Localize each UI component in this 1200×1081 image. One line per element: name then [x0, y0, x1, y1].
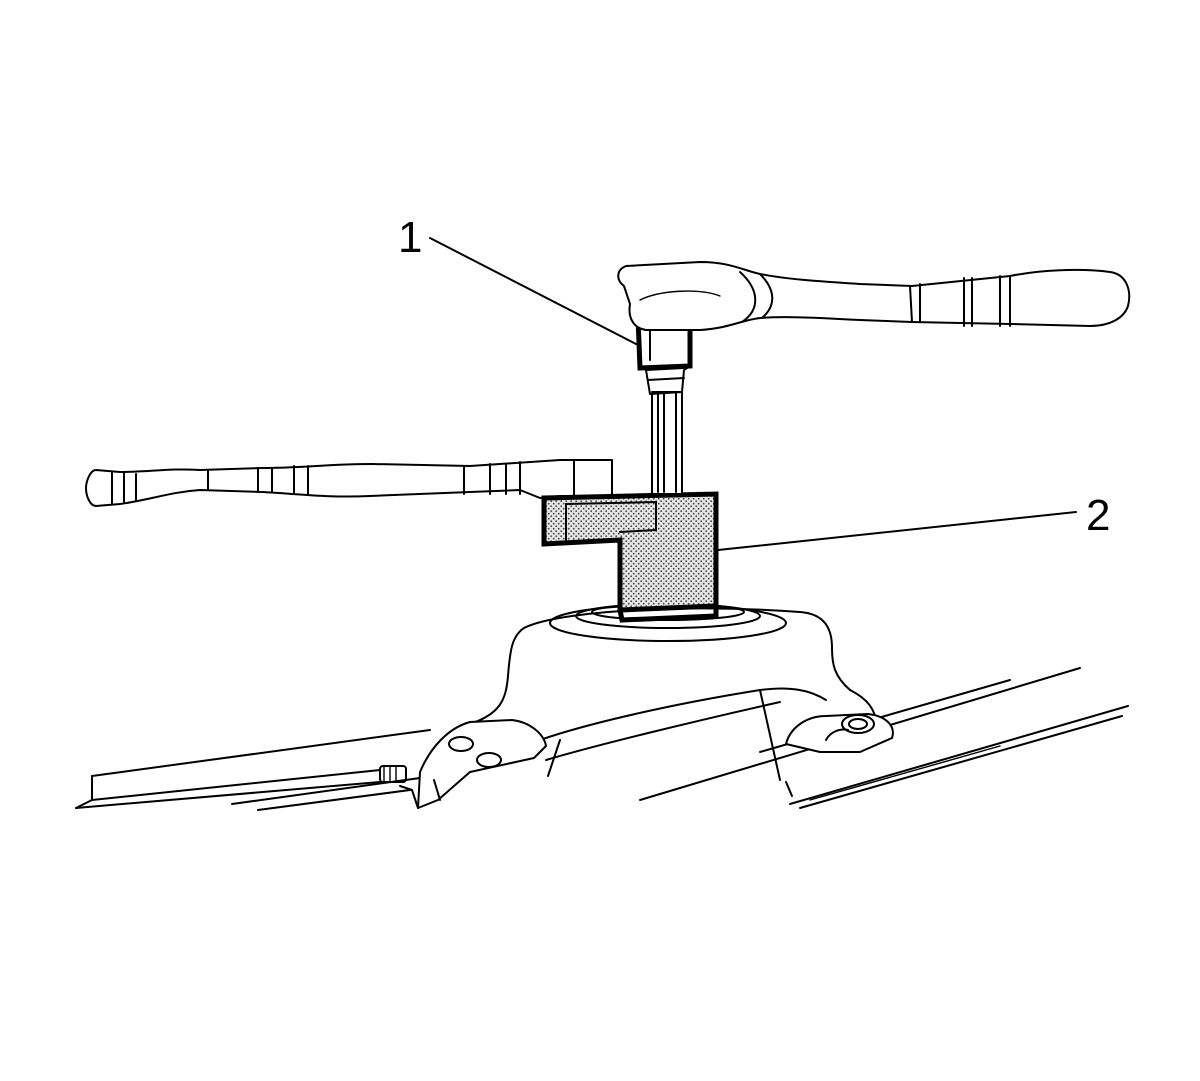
leader-line-1	[429, 237, 637, 345]
strut-mount-icon	[379, 603, 894, 809]
callout-1: 1	[398, 213, 422, 262]
extension-handle-icon	[85, 459, 613, 507]
vehicle-body-panels	[75, 667, 1129, 811]
callout-2: 2	[1086, 491, 1110, 540]
extension-bar	[651, 389, 683, 495]
leader-line-2	[717, 511, 1077, 551]
special-tool-block-icon	[541, 491, 719, 623]
leader-lines	[429, 237, 1077, 551]
ratchet-wrench-icon	[617, 261, 1131, 331]
